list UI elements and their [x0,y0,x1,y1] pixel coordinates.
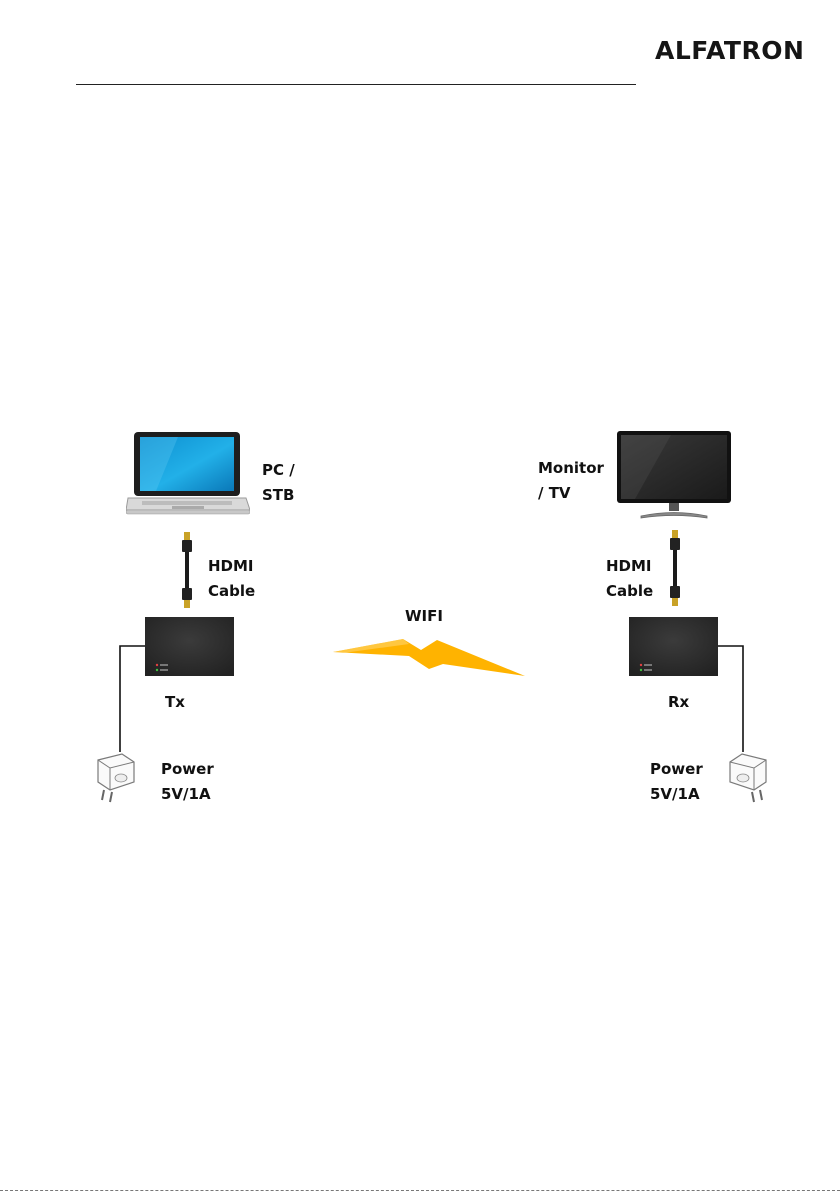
power-right-line2: 5V/1A [650,782,703,807]
page-bottom-rule [0,1190,840,1191]
wifi-lightning-icon [333,636,529,680]
power-adapter-right-icon [720,748,776,804]
hdmi-cable-left-line1: HDMI [208,554,255,579]
brand-logo: ALFATRON [655,36,804,65]
hdmi-cable-right-icon [668,530,682,606]
header-rule [76,84,636,85]
power-left-line2: 5V/1A [161,782,214,807]
power-adapter-left-icon [88,748,144,804]
hdmi-cable-left-line2: Cable [208,579,255,604]
wifi-label: WIFI [405,604,443,629]
hdmi-cable-left-label: HDMI Cable [208,554,255,604]
power-left-line1: Power [161,757,214,782]
power-right-line1: Power [650,757,703,782]
hdmi-cable-right-line2: Cable [606,579,653,604]
power-wire-right [712,640,752,755]
power-left-label: Power 5V/1A [161,757,214,807]
sink-label-line1: Monitor [538,456,604,481]
source-label: PC / STB [262,458,295,508]
hdmi-cable-right-label: HDMI Cable [606,554,653,604]
sink-label: Monitor / TV [538,456,604,506]
tx-label: Tx [165,690,185,715]
hdmi-cable-right-line1: HDMI [606,554,653,579]
monitor-icon [615,430,733,520]
rx-label: Rx [668,690,689,715]
power-right-label: Power 5V/1A [650,757,703,807]
tx-box-icon [145,617,234,676]
source-label-line1: PC / [262,458,295,483]
rx-box-icon [629,617,718,676]
source-label-line2: STB [262,483,295,508]
laptop-icon [126,430,250,516]
power-wire-left [112,640,152,755]
hdmi-cable-left-icon [180,532,194,608]
sink-label-line2: / TV [538,481,604,506]
